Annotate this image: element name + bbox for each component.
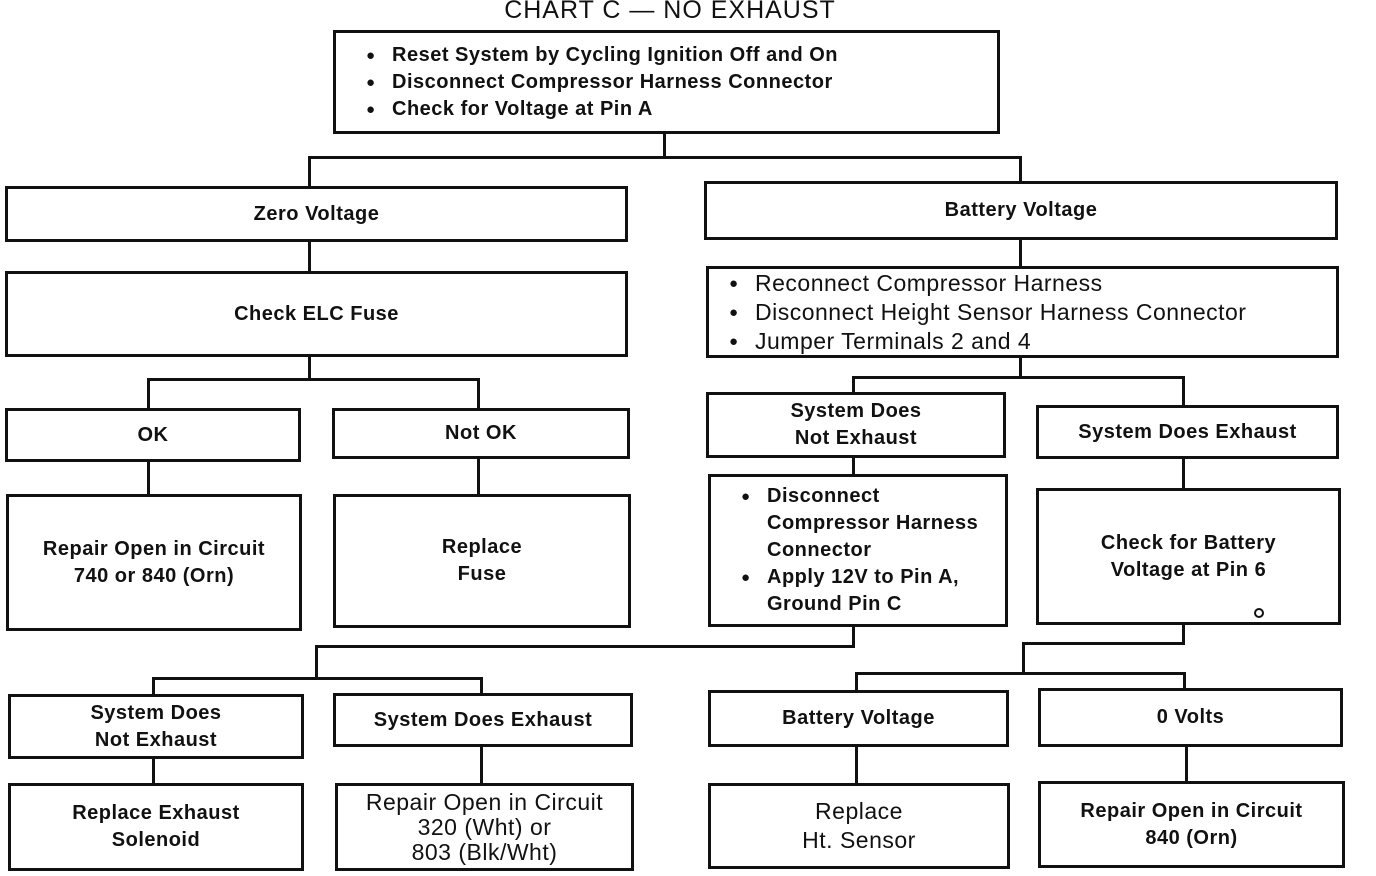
box-line: Voltage at Pin 6 xyxy=(1110,558,1267,581)
battery-voltage-box: Battery Voltage xyxy=(704,181,1338,240)
connector-line xyxy=(152,677,483,680)
box-line: Replace Exhaust xyxy=(72,802,240,824)
connector-line xyxy=(852,625,855,647)
box-line: System Does xyxy=(790,400,922,422)
connector-line xyxy=(147,378,480,381)
apply-step: Disconnect Compressor Harness Connector xyxy=(741,483,978,564)
fuse-ok-label: OK xyxy=(137,423,169,446)
connector-line xyxy=(315,645,855,648)
connector-line xyxy=(1182,457,1185,490)
fuse-not-ok-label: Not OK xyxy=(445,422,517,444)
check-battery-voltage-box: Check for Battery Voltage at Pin 6 xyxy=(1036,488,1341,625)
box-line: Battery Voltage xyxy=(782,707,935,729)
connector-line xyxy=(855,745,858,785)
root-step: Reset System by Cycling Ignition Off and… xyxy=(366,42,838,69)
zero-voltage-box: Zero Voltage xyxy=(5,186,628,242)
battery-voltage-label: Battery Voltage xyxy=(944,199,1098,221)
connector-line xyxy=(315,645,318,679)
system-does-exhaust-box: System Does Exhaust xyxy=(1036,405,1339,459)
root-steps-box: Reset System by Cycling Ignition Off and… xyxy=(333,30,1000,134)
connector-line xyxy=(1182,623,1185,644)
connector-line xyxy=(1022,642,1025,675)
box-line: Not Exhaust xyxy=(94,728,218,751)
box-line: Fuse xyxy=(457,563,507,585)
connector-line xyxy=(1019,238,1022,268)
connector-line xyxy=(1019,156,1022,183)
repair-open-840-box: Repair Open in Circuit 840 (Orn) xyxy=(1038,781,1345,868)
box-line: Repair Open in Circuit xyxy=(365,788,604,815)
connector-line xyxy=(855,672,1186,675)
connector-line xyxy=(1022,642,1185,645)
root-step: Disconnect Compressor Harness Connector xyxy=(366,69,833,96)
zero-volts-box: 0 Volts xyxy=(1038,688,1343,747)
step-line: Apply 12V to Pin A, xyxy=(767,566,960,588)
replace-exhaust-solenoid-box: Replace Exhaust Solenoid xyxy=(8,783,304,871)
box-line: Ht. Sensor xyxy=(802,827,916,853)
connector-line xyxy=(477,457,480,496)
repair-open-740-box: Repair Open in Circuit 740 or 840 (Orn) xyxy=(6,494,302,631)
box-line: Replace xyxy=(815,798,903,824)
replace-height-sensor-box: Replace Ht. Sensor xyxy=(708,783,1010,869)
connector-line xyxy=(308,156,1022,159)
connector-line xyxy=(480,677,483,695)
box-line: 0 Volts xyxy=(1156,706,1225,728)
reconnect-steps-box: Reconnect Compressor Harness Disconnect … xyxy=(706,266,1339,358)
connector-line xyxy=(308,355,311,380)
connector-line xyxy=(147,378,150,410)
bottom-battery-voltage-box: Battery Voltage xyxy=(708,690,1009,747)
system-no-exhaust-box: System Does Not Exhaust xyxy=(706,392,1006,458)
box-line: Not Exhaust xyxy=(794,427,918,449)
connector-line xyxy=(152,757,155,785)
step-line: Ground Pin C xyxy=(767,593,902,615)
replace-fuse-box: Replace Fuse xyxy=(333,494,631,628)
box-line: Check for Battery xyxy=(1100,531,1277,554)
apply-step: Apply 12V to Pin A, Ground Pin C xyxy=(741,564,959,618)
connector-line xyxy=(852,376,1185,379)
box-line: Repair Open in Circuit xyxy=(1080,799,1303,822)
box-line: 320 (Wht) or xyxy=(417,813,552,840)
reconnect-step: Jumper Terminals 2 and 4 xyxy=(729,327,1031,356)
step-line: Compressor Harness xyxy=(767,512,979,534)
box-line: Repair Open in Circuit xyxy=(42,537,266,560)
connector-line xyxy=(1183,672,1186,690)
bottom-no-exhaust-box: System Does Not Exhaust xyxy=(8,694,304,759)
box-line: 803 (Blk/Wht) xyxy=(411,838,558,865)
step-line: Disconnect xyxy=(767,485,880,507)
connector-line xyxy=(663,131,666,158)
box-line: Solenoid xyxy=(111,829,201,851)
bottom-does-exhaust-box: System Does Exhaust xyxy=(333,693,633,747)
connector-line xyxy=(308,240,311,273)
reconnect-step: Reconnect Compressor Harness xyxy=(729,269,1103,298)
connector-line xyxy=(477,378,480,410)
connector-line xyxy=(852,376,855,394)
reconnect-step: Disconnect Height Sensor Harness Connect… xyxy=(729,298,1246,327)
apply-voltage-steps-box: Disconnect Compressor Harness Connector … xyxy=(708,474,1008,627)
root-step: Check for Voltage at Pin A xyxy=(366,96,653,123)
chart-title: CHART C — NO EXHAUST xyxy=(504,0,836,24)
fuse-not-ok-box: Not OK xyxy=(332,408,630,459)
circle-mark xyxy=(1254,608,1264,618)
repair-open-320-box: Repair Open in Circuit 320 (Wht) or 803 … xyxy=(335,783,634,871)
box-line: System Does Exhaust xyxy=(373,708,593,731)
step-line: Connector xyxy=(767,539,872,561)
box-line: System Does Exhaust xyxy=(1078,420,1297,443)
connector-line xyxy=(1182,376,1185,407)
box-line: 840 (Orn) xyxy=(1145,826,1238,849)
check-fuse-label: Check ELC Fuse xyxy=(234,302,399,325)
connector-line xyxy=(1019,356,1022,378)
connector-line xyxy=(147,460,150,496)
zero-voltage-label: Zero Voltage xyxy=(253,202,380,225)
box-line: Replace xyxy=(441,536,523,558)
connector-line xyxy=(855,672,858,692)
box-line: 740 or 840 (Orn) xyxy=(73,564,235,587)
connector-line xyxy=(152,677,155,697)
check-fuse-box: Check ELC Fuse xyxy=(5,271,628,357)
connector-line xyxy=(480,745,483,785)
fuse-ok-box: OK xyxy=(5,408,301,462)
connector-line xyxy=(308,156,311,188)
connector-line xyxy=(1185,745,1188,783)
connector-line xyxy=(852,456,855,476)
box-line: System Does xyxy=(90,701,222,724)
